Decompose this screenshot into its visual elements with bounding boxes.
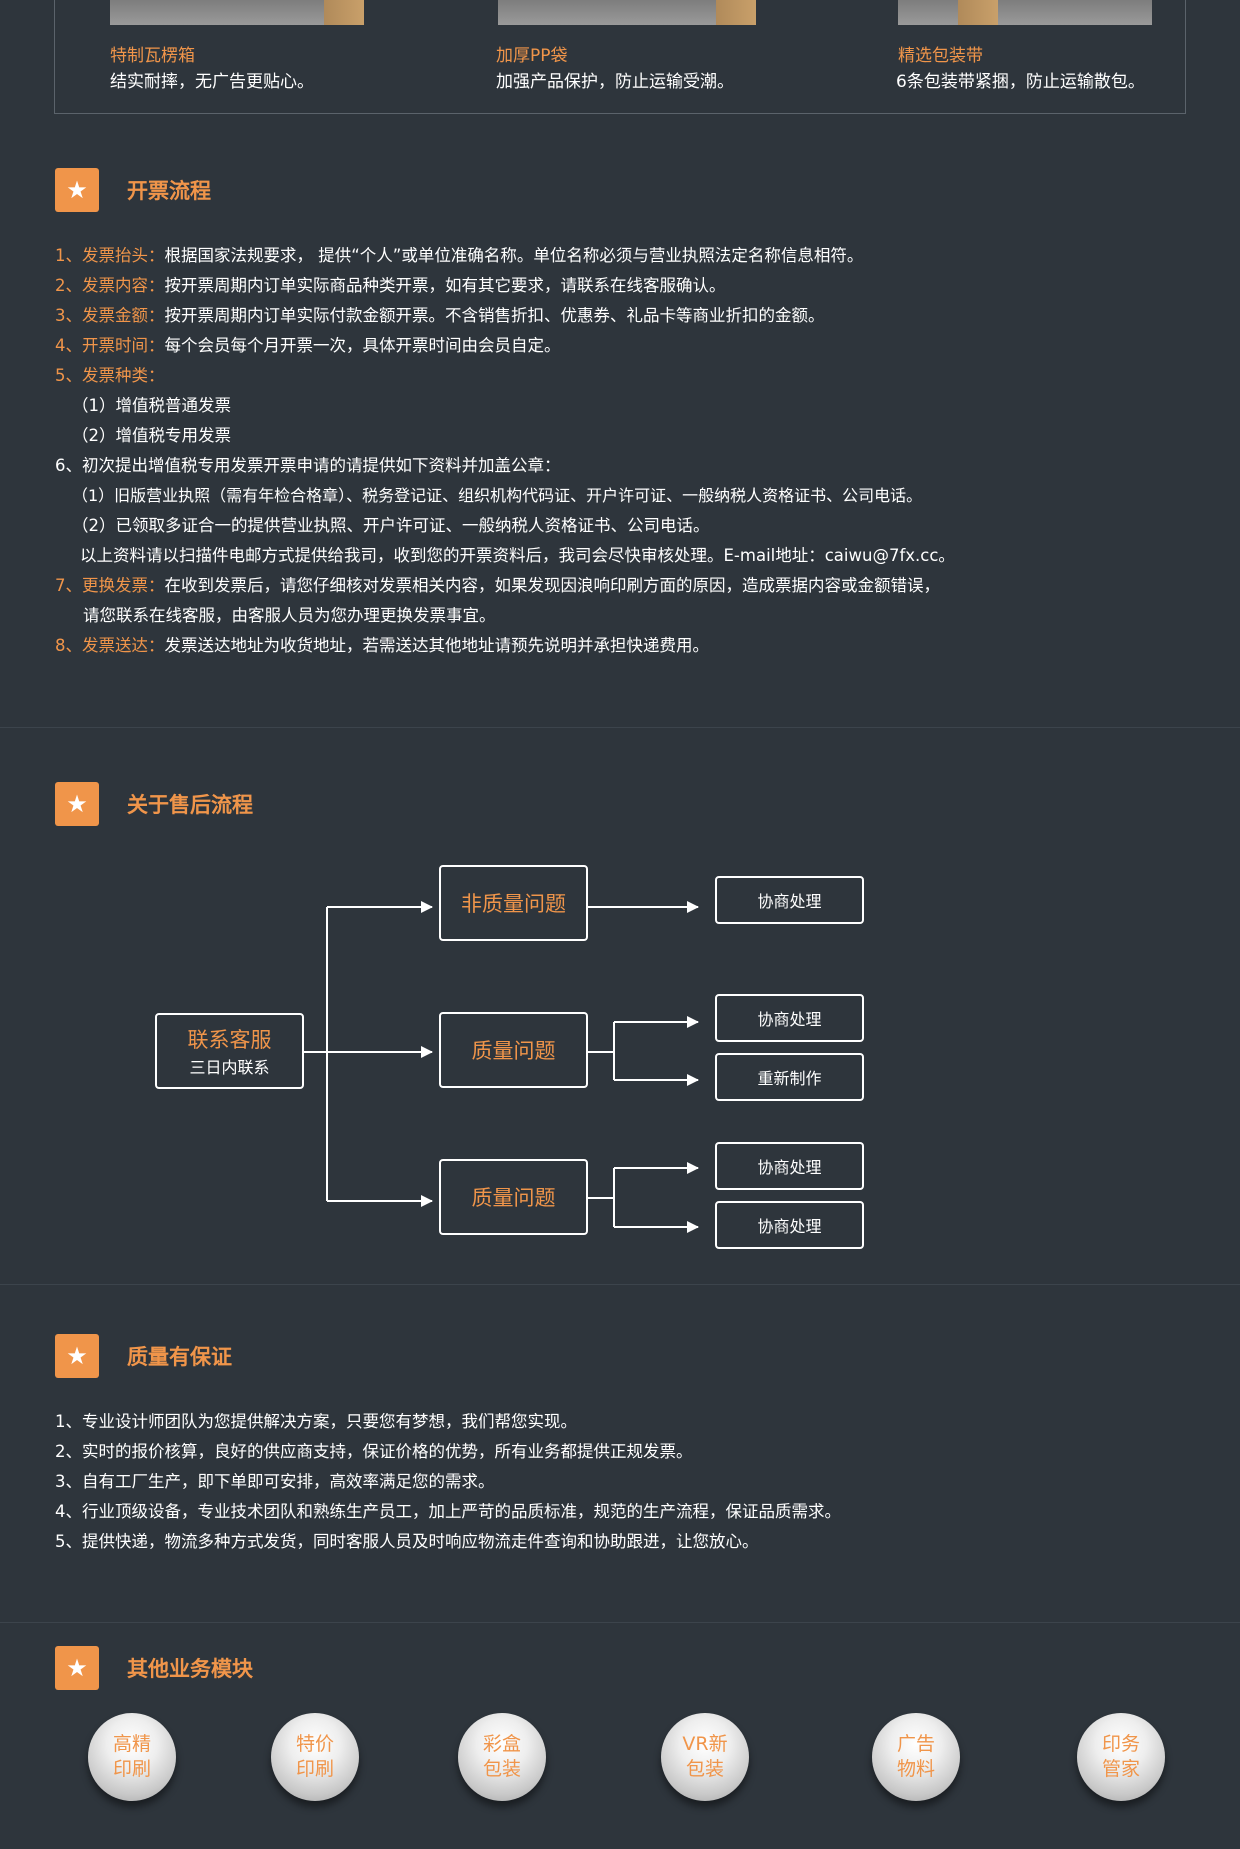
business-label-line2: 包装 xyxy=(482,1758,521,1780)
packaging-desc-1: 结实耐摔，无广告更贴心。 xyxy=(110,72,314,92)
quality-item-3: 3、自有工厂生产，即下单即可安排，高效率满足您的需求。 xyxy=(55,1472,495,1491)
invoice-item-7: 7、更换发票：在收到发票后，请您仔细核对发票相关内容，如果发现因浪响印刷方面的原… xyxy=(55,576,940,595)
quality-section-header: ★ 质量有保证 xyxy=(55,1334,232,1378)
packaging-title-2: 加厚PP袋 xyxy=(496,46,568,66)
section-divider xyxy=(0,1284,1240,1285)
packaging-desc-2: 加强产品保护，防止运输受潮。 xyxy=(496,72,734,92)
quality-box-1: 质量问题 xyxy=(439,1012,588,1088)
section-divider xyxy=(0,1622,1240,1623)
business-label-line2: 物料 xyxy=(896,1758,935,1780)
business-print-steward[interactable]: 印务 管家 xyxy=(1077,1713,1165,1801)
invoice-item-5-sub-1: （1）增值税普通发票 xyxy=(72,396,231,415)
result-negotiate-1-label: 协商处理 xyxy=(757,892,822,911)
business-ad-materials[interactable]: 广告 物料 xyxy=(872,1713,960,1801)
business-high-precision-print[interactable]: 高精 印刷 xyxy=(88,1713,176,1801)
strap-image xyxy=(898,0,1152,25)
result-negotiate-2-label: 协商处理 xyxy=(757,1010,822,1029)
business-vr-packaging[interactable]: VR新 包装 xyxy=(661,1713,749,1801)
invoice-item-6-sub-2: （2）已领取多证合一的提供营业执照、开户许可证、一般纳税人资格证书、公司电话。 xyxy=(72,516,710,535)
contact-service-box: 联系客服 三日内联系 xyxy=(155,1013,304,1089)
business-label-line2: 印刷 xyxy=(295,1758,334,1780)
business-label-line1: 高精 xyxy=(112,1733,151,1755)
invoice-item-6-note: 以上资料请以扫描件电邮方式提供给我司，收到您的开票资料后，我司会尽快审核处理。E… xyxy=(80,546,955,565)
packaging-desc-3: 6条包装带紧捆，防止运输散包。 xyxy=(896,72,1145,92)
business-section-header: ★ 其他业务模块 xyxy=(55,1646,253,1690)
invoice-section-header: ★ 开票流程 xyxy=(55,168,211,212)
quality-label-1: 质量问题 xyxy=(471,1039,556,1063)
quality-item-1: 1、专业设计师团队为您提供解决方案，只要您有梦想，我们帮您实现。 xyxy=(55,1412,577,1431)
star-icon: ★ xyxy=(55,168,99,212)
non-quality-box: 非质量问题 xyxy=(439,865,588,941)
invoice-section-title: 开票流程 xyxy=(127,179,211,203)
business-label-line1: 广告 xyxy=(896,1733,935,1755)
pp-bag-image xyxy=(498,0,756,25)
aftersale-section-title: 关于售后流程 xyxy=(127,793,253,817)
business-special-price-print[interactable]: 特价 印刷 xyxy=(271,1713,359,1801)
business-label-line2: 印刷 xyxy=(112,1758,151,1780)
business-label-line2: 包装 xyxy=(685,1758,724,1780)
quality-item-2: 2、实时的报价核算，良好的供应商支持，保证价格的优势，所有业务都提供正规发票。 xyxy=(55,1442,693,1461)
quality-item-4: 4、行业顶级设备，专业技术团队和熟练生产员工，加上严苛的品质标准，规范的生产流程… xyxy=(55,1502,841,1521)
aftersale-section-header: ★ 关于售后流程 xyxy=(55,782,253,826)
invoice-item-8: 8、发票送达：发票送达地址为收货地址，若需送达其他地址请预先说明并承担快递费用。 xyxy=(55,636,709,655)
result-negotiate-4: 协商处理 xyxy=(715,1201,864,1249)
quality-section-title: 质量有保证 xyxy=(127,1345,232,1369)
packaging-panel xyxy=(54,0,1186,114)
invoice-item-6-sub-1: （1）旧版营业执照（需有年检合格章）、税务登记证、组织机构代码证、开户许可证、一… xyxy=(72,486,923,505)
star-icon: ★ xyxy=(55,1646,99,1690)
business-label-line1: 特价 xyxy=(295,1733,334,1755)
result-negotiate-3-label: 协商处理 xyxy=(757,1158,822,1177)
business-color-box-packaging[interactable]: 彩盒 包装 xyxy=(458,1713,546,1801)
result-remake-label: 重新制作 xyxy=(757,1069,822,1088)
packaging-title-1: 特制瓦楞箱 xyxy=(110,46,195,66)
quality-label-2: 质量问题 xyxy=(471,1186,556,1210)
result-negotiate-2: 协商处理 xyxy=(715,994,864,1042)
result-remake: 重新制作 xyxy=(715,1053,864,1101)
invoice-item-6: 6、初次提出增值税专用发票开票申请的请提供如下资料并加盖公章： xyxy=(55,456,561,475)
packaging-title-3: 精选包装带 xyxy=(898,46,983,66)
star-icon: ★ xyxy=(55,782,99,826)
invoice-item-2: 2、发票内容：按开票周期内订单实际商品种类开票，如有其它要求，请联系在线客服确认… xyxy=(55,276,726,295)
invoice-item-5: 5、发票种类： xyxy=(55,366,165,385)
invoice-item-1: 1、发票抬头：根据国家法规要求， 提供“个人”或单位准确名称。单位名称必须与营业… xyxy=(55,246,864,265)
contact-service-label: 联系客服 xyxy=(187,1028,272,1052)
carton-image xyxy=(110,0,364,25)
business-label-line1: 彩盒 xyxy=(482,1733,521,1755)
invoice-item-7-cont: 请您联系在线客服，由客服人员为您办理更换发票事宜。 xyxy=(83,606,496,625)
business-section-title: 其他业务模块 xyxy=(127,1657,253,1681)
result-negotiate-1: 协商处理 xyxy=(715,876,864,924)
invoice-item-4: 4、开票时间：每个会员每个月开票一次，具体开票时间由会员自定。 xyxy=(55,336,561,355)
result-negotiate-4-label: 协商处理 xyxy=(757,1217,822,1236)
business-label-line1: 印务 xyxy=(1101,1733,1140,1755)
invoice-item-3: 3、发票金额：按开票周期内订单实际付款金额开票。不含销售折扣、优惠券、礼品卡等商… xyxy=(55,306,825,325)
contact-service-sub: 三日内联系 xyxy=(189,1058,270,1077)
result-negotiate-3: 协商处理 xyxy=(715,1142,864,1190)
business-label-line1: VR新 xyxy=(682,1733,728,1755)
invoice-item-5-sub-2: （2）增值税专用发票 xyxy=(72,426,231,445)
quality-item-5: 5、提供快递，物流多种方式发货，同时客服人员及时响应物流走件查询和协助跟进，让您… xyxy=(55,1532,759,1551)
non-quality-label: 非质量问题 xyxy=(461,892,566,916)
star-icon: ★ xyxy=(55,1334,99,1378)
section-divider xyxy=(0,727,1240,728)
quality-box-2: 质量问题 xyxy=(439,1159,588,1235)
business-label-line2: 管家 xyxy=(1101,1758,1140,1780)
